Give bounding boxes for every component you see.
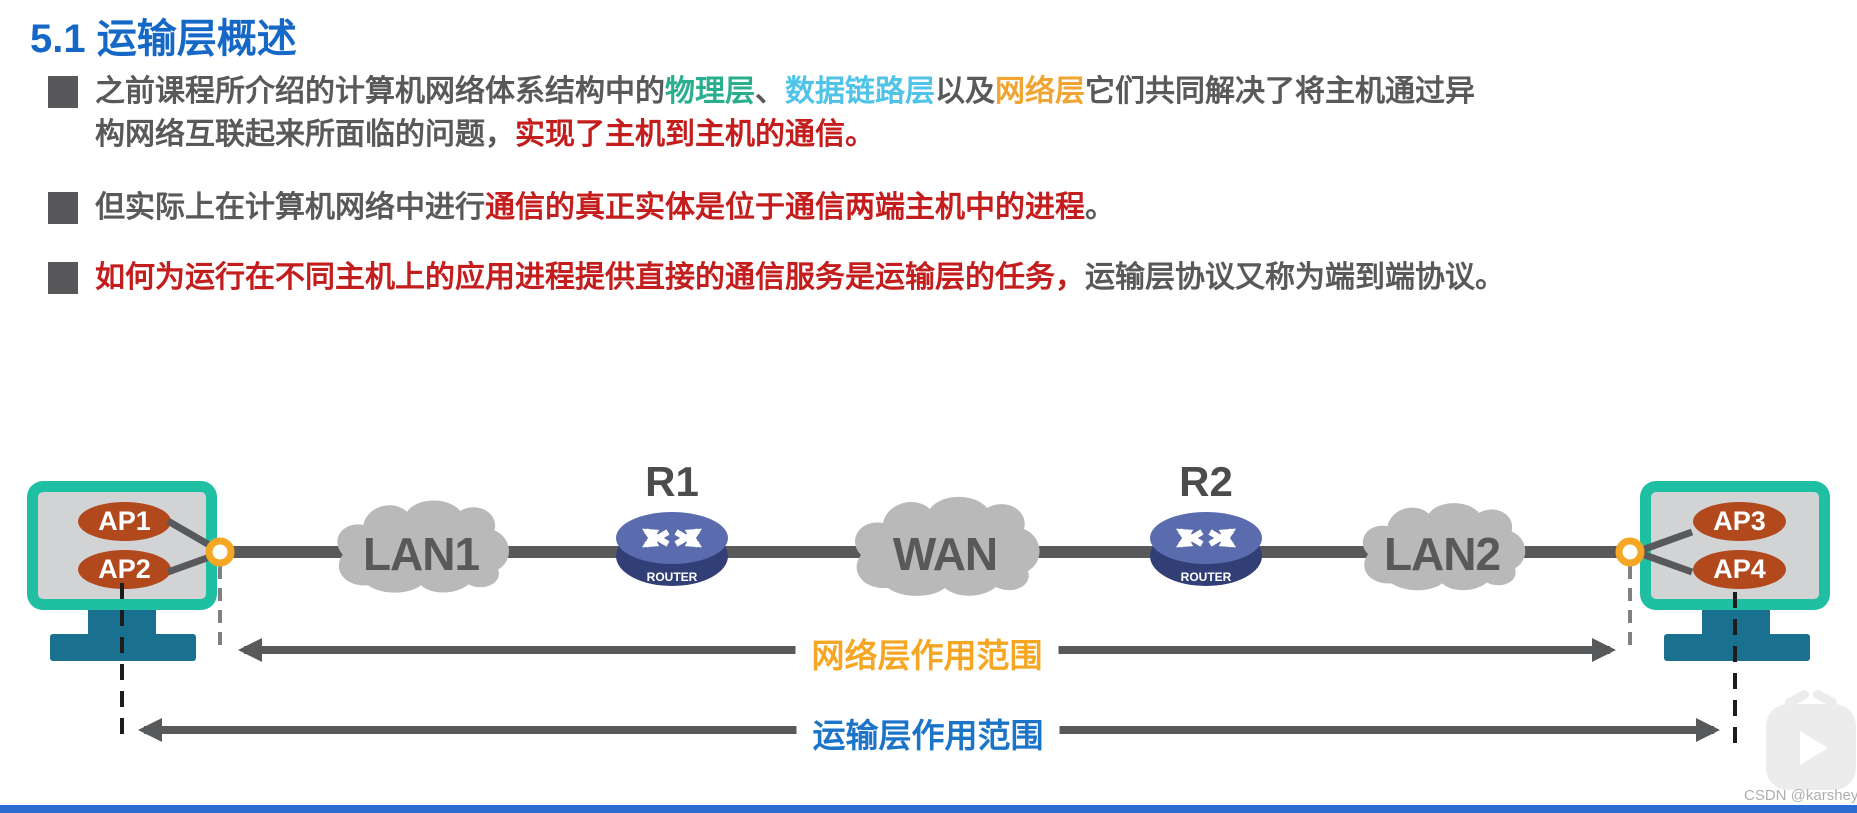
b1-datalink-layer: 数据链路层	[785, 75, 935, 108]
b3-post: 运输层协议又称为端到端协议。	[1085, 261, 1505, 294]
bullet-item-3: 如何为运行在不同主机上的应用进程提供直接的通信服务是运输层的任务，运输层协议又称…	[48, 256, 1505, 299]
bullet-3-text: 如何为运行在不同主机上的应用进程提供直接的通信服务是运输层的任务，运输层协议又称…	[95, 256, 1505, 299]
b1-line1-post: 它们共同解决了将主机通过异	[1085, 75, 1475, 108]
cloud-lan2-label: LAN2	[1383, 528, 1501, 580]
bottom-bar	[0, 805, 1857, 813]
router-r1-caption: ROUTER	[647, 570, 698, 584]
router-r1-label: R1	[645, 458, 699, 505]
router-r1-icon: ROUTER	[612, 506, 732, 590]
bullet-square-icon	[48, 76, 78, 108]
cloud-wan: WAN	[844, 491, 1046, 607]
play-button-icon[interactable]	[1766, 704, 1856, 790]
network-range-label: 网络层作用范围	[795, 629, 1059, 677]
right-connection-ring-icon	[1615, 537, 1645, 567]
b1-physical-layer: 物理层	[665, 75, 755, 108]
b1-line2-pre: 构网络互联起来所面临的问题，	[95, 118, 515, 151]
b1-mid: 以及	[935, 75, 995, 108]
host-left-monitor: AP1 AP2	[27, 481, 217, 610]
host-right-screen: AP3 AP4	[1651, 492, 1819, 599]
process-ap3: AP3	[1693, 502, 1786, 541]
process-ap4: AP4	[1693, 550, 1786, 589]
b2-pre: 但实际上在计算机网络中进行	[95, 191, 485, 224]
bullet-item-2: 但实际上在计算机网络中进行通信的真正实体是位于通信两端主机中的进程。	[48, 186, 1115, 229]
b3-red: 如何为运行在不同主机上的应用进程提供直接的通信服务是运输层的任务，	[95, 261, 1085, 294]
cloud-lan1-label: LAN1	[362, 528, 480, 580]
host-right-stand-base	[1664, 634, 1810, 661]
b1-line2-red: 实现了主机到主机的通信。	[515, 118, 875, 151]
router-r2-icon: ROUTER	[1146, 506, 1266, 590]
host-left-screen: AP1 AP2	[38, 492, 206, 599]
cloud-lan2: LAN2	[1354, 494, 1530, 604]
bullet-2-text: 但实际上在计算机网络中进行通信的真正实体是位于通信两端主机中的进程。	[95, 186, 1115, 229]
router-r2-caption: ROUTER	[1181, 570, 1232, 584]
host-left-stand-base	[50, 634, 196, 661]
b1-line1-pre: 之前课程所介绍的计算机网络体系结构中的	[95, 75, 665, 108]
play-triangle-icon	[1800, 731, 1828, 765]
router-r2-label: R2	[1179, 458, 1233, 505]
b2-red: 通信的真正实体是位于通信两端主机中的进程	[485, 191, 1085, 224]
b1-sep: 、	[755, 75, 785, 108]
cloud-lan1: LAN1	[328, 494, 514, 604]
b1-network-layer: 网络层	[995, 75, 1085, 108]
host-right-stand-neck	[1702, 610, 1770, 636]
page-title: 5.1 运输层概述	[30, 17, 297, 61]
b2-post: 。	[1085, 191, 1115, 224]
bullet-1-text: 之前课程所介绍的计算机网络体系结构中的物理层、数据链路层以及网络层它们共同解决了…	[95, 70, 1475, 156]
bullet-item-1: 之前课程所介绍的计算机网络体系结构中的物理层、数据链路层以及网络层它们共同解决了…	[48, 70, 1475, 156]
host-left-stand-neck	[88, 610, 156, 636]
process-ap2: AP2	[78, 550, 171, 589]
cloud-wan-label: WAN	[892, 528, 998, 580]
watermark-text: CSDN @karshey	[1744, 787, 1857, 804]
process-ap1: AP1	[78, 502, 171, 541]
bullet-square-icon	[48, 262, 78, 294]
bullet-square-icon	[48, 192, 78, 224]
host-right-monitor: AP3 AP4	[1640, 481, 1830, 610]
transport-range-label: 运输层作用范围	[796, 709, 1060, 757]
